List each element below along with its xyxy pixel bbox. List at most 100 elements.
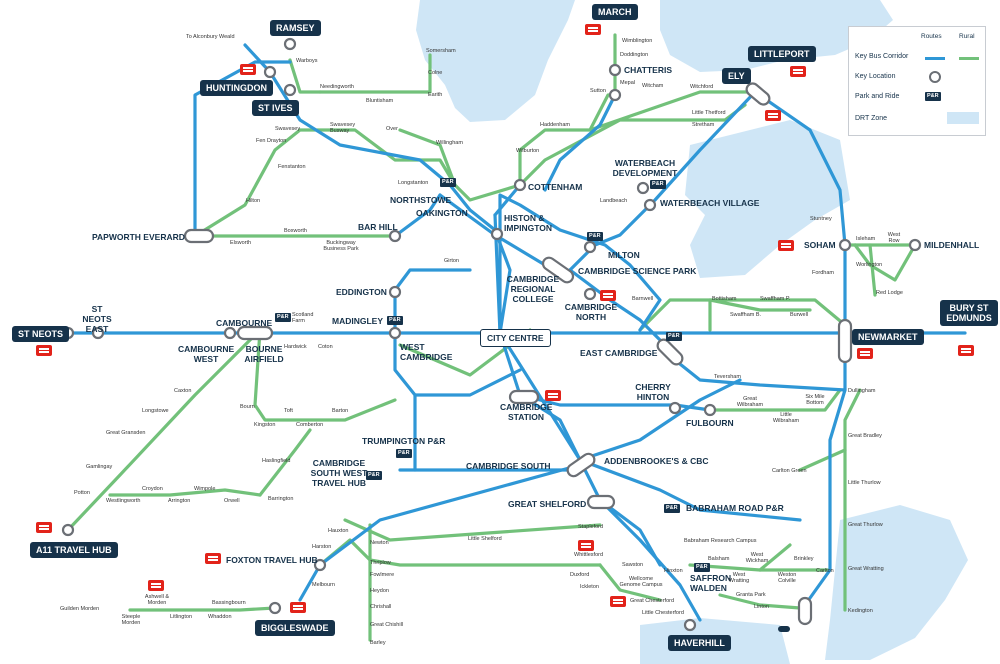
label-chatteris[interactable]: CHATTERIS — [624, 65, 673, 75]
marker-eddington[interactable] — [388, 285, 402, 299]
pill-text: HUNTINGDON — [206, 83, 267, 93]
pr-badge-babraham[interactable]: P&R — [664, 504, 680, 513]
pill-littleport[interactable]: LITTLEPORT — [748, 46, 816, 62]
capsule-papworth[interactable] — [183, 228, 215, 244]
label-a11-hub[interactable]: SAFFRON WALDEN — [690, 573, 732, 593]
label-milton[interactable]: MILTON — [608, 250, 640, 260]
marker-royston[interactable] — [268, 601, 282, 615]
pill-ely[interactable]: ELY — [722, 68, 751, 84]
capsule-regional-college[interactable] — [541, 255, 576, 284]
label-cherry-hinton[interactable]: CHERRY HINTON — [635, 382, 671, 402]
label-cambourne[interactable]: CAMBOURNE — [216, 318, 273, 328]
label-west-cambridge[interactable]: WEST CAMBRIDGE — [400, 342, 453, 362]
marker-foxton[interactable] — [313, 558, 327, 572]
marker-st-neots-east[interactable] — [91, 326, 105, 340]
pill-saffron-walden[interactable]: HAVERHILL — [668, 635, 731, 651]
label-bar-hill[interactable]: BAR HILL — [358, 222, 398, 232]
label-waterbeach-village[interactable]: WATERBEACH VILLAGE — [660, 198, 760, 208]
marker-cambourne-west[interactable] — [223, 326, 237, 340]
label-madingley[interactable]: MADINGLEY — [332, 316, 383, 326]
label-csw-hub[interactable]: CAMBRIDGE SOUTH WEST TRAVEL HUB — [310, 458, 368, 488]
marker-madingley[interactable] — [388, 326, 402, 340]
marker-ramsey[interactable] — [283, 37, 297, 51]
label-babraham-pr[interactable]: BABRAHAM ROAD P&R — [686, 503, 784, 513]
pr-badge-trumpington[interactable]: P&R — [396, 449, 412, 458]
capsule-east-cambridge[interactable] — [655, 337, 685, 367]
pill-biggleswade[interactable]: A11 TRAVEL HUB — [30, 542, 118, 558]
place-carlton-green: Carlton Green — [772, 468, 807, 474]
pr-badge-milton[interactable]: P&R — [587, 232, 603, 241]
marker-cambridge-north[interactable] — [583, 287, 597, 301]
marker-sutton[interactable] — [608, 88, 622, 102]
label-cambourne-west[interactable]: CAMBOURNE WEST — [178, 344, 235, 364]
label-trumpington[interactable]: TRUMPINGTON P&R — [362, 436, 446, 446]
label-cottenham[interactable]: COTTENHAM — [528, 182, 583, 192]
label-cambridge-north[interactable]: CAMBRIDGE NORTH — [564, 302, 618, 322]
label-mildenhall[interactable]: MILDENHALL — [924, 240, 980, 250]
capsule-cambourne[interactable] — [236, 325, 274, 341]
marker-cherry-hinton[interactable] — [668, 401, 682, 415]
label-bourne-airfield[interactable]: BOURNE AIRFIELD — [244, 344, 284, 364]
marker-chatteris[interactable] — [608, 63, 622, 77]
pill-royston[interactable]: BIGGLESWADE — [255, 620, 335, 636]
label-eddington[interactable]: EDDINGTON — [336, 287, 387, 297]
marker-mildenhall[interactable] — [908, 238, 922, 252]
marker-st-ives[interactable] — [283, 83, 297, 97]
pr-badge-waterbeach[interactable]: P&R — [650, 180, 666, 189]
label-science-park[interactable]: CAMBRIDGE SCIENCE PARK — [578, 266, 697, 276]
pill-haverhill[interactable] — [778, 626, 790, 632]
label-addenbrookes[interactable]: ADDENBROOKE'S & CBC — [604, 456, 709, 466]
pr-badge-newmarket-road[interactable]: P&R — [666, 332, 682, 341]
capsule-haverhill[interactable] — [797, 596, 813, 626]
place-duxford: Duxford — [570, 572, 590, 578]
label-northstowe[interactable]: NORTHSTOWE — [390, 195, 452, 205]
label-cambridge-south[interactable]: CAMBRIDGE SOUTH — [466, 461, 551, 471]
label-soham[interactable]: SOHAM — [804, 240, 836, 250]
rail-icon-foxton — [205, 553, 221, 564]
marker-huntingdon[interactable] — [263, 65, 277, 79]
pr-badge-madingley[interactable]: P&R — [387, 316, 403, 325]
place-toft: Toft — [284, 408, 293, 414]
marker-waterbeach-dev[interactable] — [636, 181, 650, 195]
marker-milton[interactable] — [583, 240, 597, 254]
marker-histon[interactable] — [490, 227, 504, 241]
capsule-cambridge-south[interactable] — [565, 451, 596, 478]
pr-badge-longstanton[interactable]: P&R — [440, 178, 456, 187]
label-oakington[interactable]: OAKINGTON — [416, 208, 468, 218]
marker-biggleswade[interactable] — [61, 523, 75, 537]
marker-cottenham[interactable] — [513, 178, 527, 192]
capsule-newmarket[interactable] — [837, 318, 853, 364]
label-waterbeach-dev[interactable]: WATERBEACH DEVELOPMENT — [612, 158, 678, 178]
pill-huntingdon[interactable]: HUNTINGDON — [200, 80, 273, 96]
pill-ramsey[interactable]: RAMSEY — [270, 20, 321, 36]
pill-st-ives[interactable]: ST IVES — [252, 100, 299, 116]
pr-badge-scotland-farm[interactable]: P&R — [275, 313, 291, 322]
rail-icon-ashwell — [148, 580, 164, 591]
marker-waterbeach-village[interactable] — [643, 198, 657, 212]
label-cambridge-station[interactable]: CAMBRIDGE STATION — [500, 402, 553, 422]
label-papworth[interactable]: PAPWORTH EVERARD — [92, 232, 185, 242]
pill-bury[interactable]: BURY ST EDMUNDS — [940, 300, 998, 326]
label-fulbourn[interactable]: FULBOURN — [686, 418, 734, 428]
marker-fulbourn[interactable] — [703, 403, 717, 417]
legend-row-park-ride: Park and Ride — [855, 93, 900, 100]
label-foxton[interactable]: FOXTON TRAVEL HUB — [226, 555, 318, 565]
marker-soham[interactable] — [838, 238, 852, 252]
pr-badge-a11[interactable]: P&R — [694, 563, 710, 572]
marker-bar-hill[interactable] — [388, 229, 402, 243]
marker-saffron-walden[interactable] — [683, 618, 697, 632]
pill-march[interactable]: MARCH — [592, 4, 638, 20]
city-centre-box[interactable]: CITY CENTRE — [480, 329, 551, 347]
capsule-great-shelford[interactable] — [586, 494, 616, 510]
label-great-shelford[interactable]: GREAT SHELFORD — [508, 499, 587, 509]
pill-st-neots[interactable]: ST NEOTS — [12, 326, 70, 342]
pill-newmarket[interactable]: NEWMARKET — [852, 329, 924, 345]
pr-badge-csw-hub[interactable]: P&R — [366, 471, 382, 480]
capsule-ely[interactable] — [744, 81, 772, 107]
label-st-neots-east[interactable]: ST NEOTS EAST — [82, 304, 112, 334]
label-regional-college[interactable]: CAMBRIDGE REGIONAL COLLEGE — [506, 274, 560, 304]
drt-zone-northeast — [660, 0, 893, 72]
capsule-station[interactable] — [508, 389, 540, 405]
label-east-cambridge[interactable]: EAST CAMBRIDGE — [580, 348, 658, 358]
label-histon[interactable]: HISTON & IMPINGTON — [504, 213, 553, 233]
